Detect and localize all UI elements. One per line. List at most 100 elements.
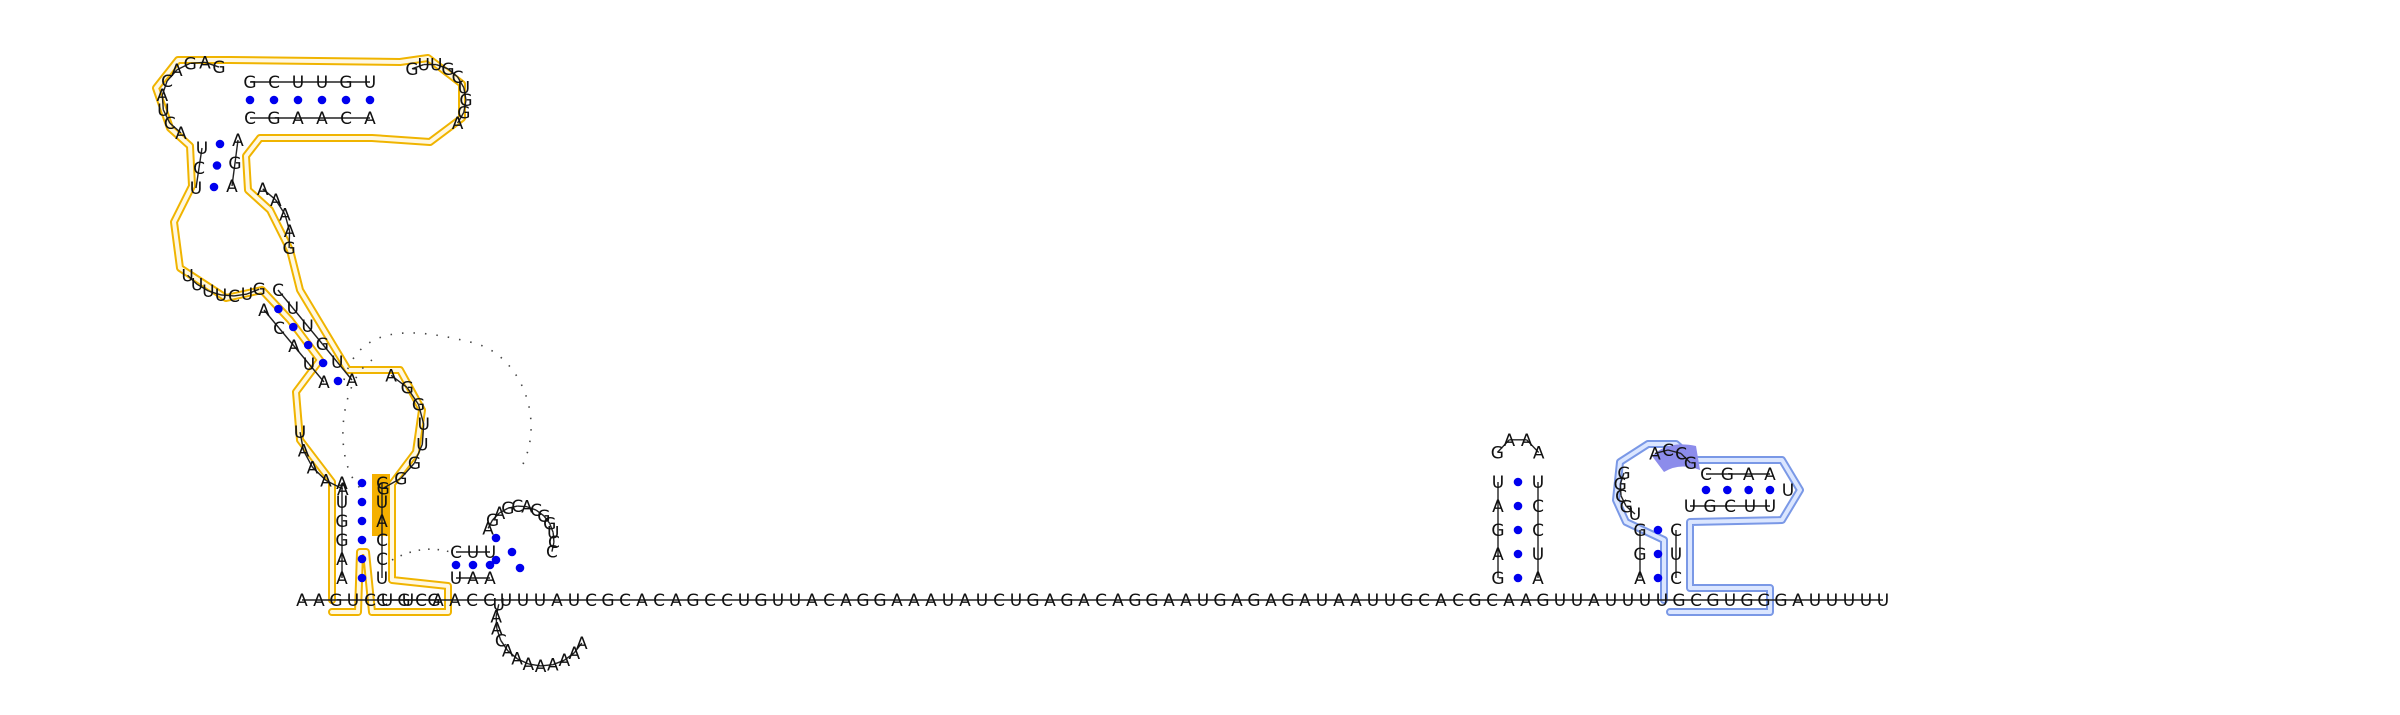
loop-backbone	[233, 293, 248, 297]
helix-backbone	[231, 162, 236, 187]
nucleotide: A	[1503, 591, 1515, 611]
loop-backbone	[507, 505, 518, 509]
backbone-lines	[161, 61, 1883, 667]
stem-right-nt: C	[376, 474, 388, 494]
right2-loop-left-nt: G	[1620, 497, 1633, 517]
nucleotide: A	[1231, 591, 1243, 611]
stem-right-nt: C	[376, 550, 388, 570]
top-left-loop-nt: C	[164, 114, 176, 134]
internal-loop-nt: U	[202, 282, 214, 302]
helix-backbone	[198, 147, 203, 169]
mid-helix-right-nt: U	[331, 353, 343, 373]
nucleotide: G	[1757, 591, 1770, 611]
loop-backbone	[204, 61, 220, 68]
top-right-loop-nt: G	[441, 60, 454, 80]
right1-pair-dot	[1513, 525, 1523, 535]
loop-backbone	[176, 62, 191, 71]
small-hairpin-loop-nt: A	[523, 655, 535, 675]
nucleotide: U	[1809, 591, 1821, 611]
lower-loop-nt: G	[394, 469, 407, 489]
nucleotide: A	[1588, 591, 1600, 611]
internal-loop-nt: U	[191, 275, 203, 295]
nucleotide: U	[1843, 591, 1855, 611]
nucleotide: A	[908, 591, 920, 611]
loop-backbone	[275, 199, 286, 215]
nucleotide: U	[1010, 591, 1022, 611]
right2-stem-pair-dot	[1653, 525, 1663, 535]
small-hairpin-loop-nt: U	[493, 595, 505, 615]
nucleotide: A	[636, 591, 648, 611]
nucleotide: U	[1197, 591, 1209, 611]
top-right-loop-nt: C	[452, 68, 464, 88]
upper-helix-pair-dot	[212, 161, 222, 170]
loop-backbone	[1667, 449, 1682, 455]
cluster-pair-dot	[491, 533, 501, 543]
upper-helix-right-nt: G	[228, 154, 241, 174]
nucleotide: G	[1740, 591, 1753, 611]
stem-left-nt: G	[335, 531, 348, 551]
right1-loop-nt: A	[1503, 431, 1515, 451]
right2-stem-left-nt: G	[1633, 545, 1646, 565]
top-strand-nt: G	[339, 73, 352, 93]
loop-backbone	[1496, 439, 1510, 453]
nucleotide: G	[1145, 591, 1158, 611]
top-left-loop-nt: A	[199, 53, 211, 73]
nucleotide: U	[772, 591, 784, 611]
nucleotide: U	[1656, 591, 1668, 611]
right2-stem-left-nt: A	[1634, 569, 1646, 589]
small-hairpin-loop-nt: A	[502, 642, 514, 662]
nucleotide: A	[891, 591, 903, 611]
right2-loop-top-nt: A	[1649, 444, 1661, 464]
right2-bottom-strand-nt: C	[1724, 497, 1736, 517]
nucleotide: C	[364, 591, 376, 611]
small-hairpin-cluster-nt: A	[521, 498, 533, 518]
right2-hairpin-pair-dot	[1744, 485, 1753, 495]
nucleotide: G	[397, 591, 410, 611]
cluster-pair-dot	[491, 555, 501, 565]
loop-backbone	[463, 99, 467, 113]
stem-right-nt: C	[376, 531, 388, 551]
nucleotide: U	[517, 591, 529, 611]
right1-right-nt: U	[1532, 545, 1544, 565]
right2-bottom-strand-nt: U	[1764, 497, 1776, 517]
nucleotide: A	[1350, 591, 1362, 611]
nucleotide: A	[1180, 591, 1192, 611]
nucleotide: C	[466, 591, 478, 611]
upper-helix-pair-dot	[209, 182, 219, 192]
upper-helix-pair-dot	[215, 139, 225, 149]
nucleotide: U	[1571, 591, 1583, 611]
nucleotide: U	[1860, 591, 1872, 611]
top-right-loop-nt: A	[452, 114, 464, 134]
loop-backbone	[166, 69, 178, 82]
small-hairpin-loop-nt: A	[511, 650, 523, 670]
right2-hairpin-pair-dot	[1723, 485, 1732, 495]
nucleotide: U	[1316, 591, 1328, 611]
pseudoknot-arc-inner	[342, 359, 373, 489]
top-hairpin-pair-dot	[365, 95, 375, 105]
small-hairpin-pair-dot	[468, 560, 478, 570]
mid-helix-pair-dot	[303, 340, 313, 350]
stem-left-nt: A	[336, 474, 348, 494]
nucleotide: C	[1095, 591, 1107, 611]
loop-backbone	[400, 462, 415, 479]
bulge-nt: U	[402, 591, 414, 611]
right1-pair-dot	[1513, 573, 1523, 583]
mid-helix-right-nt: G	[316, 335, 329, 355]
helix-backbone	[195, 167, 200, 189]
right1-right-nt: A	[1532, 569, 1544, 589]
top-left-loop-nt: A	[157, 86, 169, 106]
top-hairpin-pair-dot	[245, 95, 255, 105]
nucleotide: A	[1520, 591, 1532, 611]
internal-loop-nt: A	[284, 222, 296, 242]
small-hairpin-loop-nt: C	[495, 631, 507, 651]
bulge-nt: C	[376, 591, 388, 611]
nucleotide: U	[1826, 591, 1838, 611]
bottom-strand-nt: A	[364, 109, 376, 129]
small-hairpin-cluster-nt: G	[501, 499, 514, 519]
nucleotide: U	[789, 591, 801, 611]
nucleotide: U	[738, 591, 750, 611]
pseudoknot-arc-outer	[343, 332, 532, 471]
top-right-loop-nt: G	[405, 60, 418, 80]
nucleotide: A	[551, 591, 563, 611]
small-hairpin-cluster-nt: G	[486, 511, 499, 531]
